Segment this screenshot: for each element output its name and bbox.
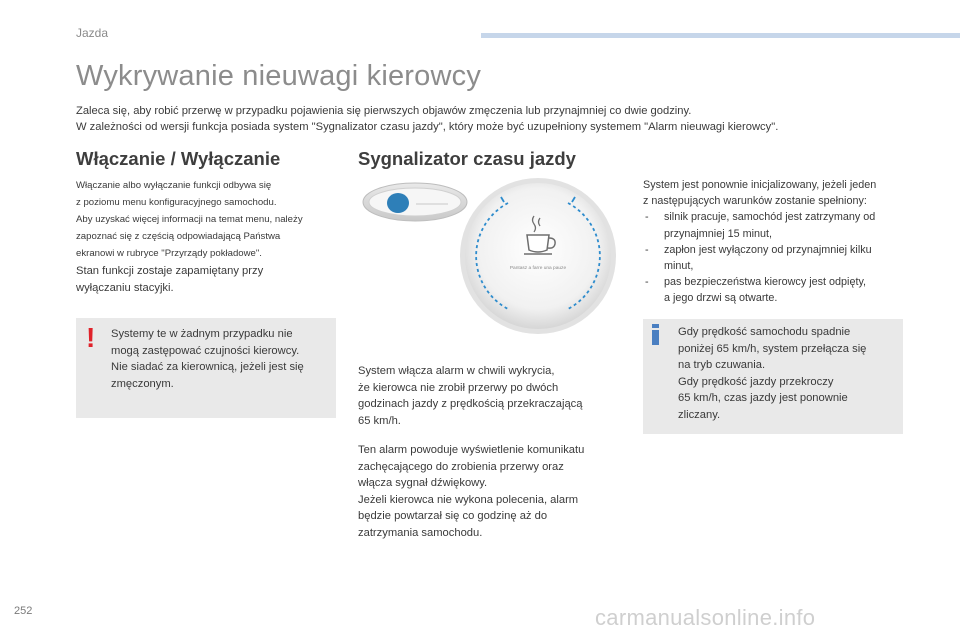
text-line: Gdy prędkość jazdy przekroczy (678, 375, 834, 388)
text-line: z następujących warunków zostanie spełni… (643, 195, 867, 208)
text-line: przynajmniej 15 minut, (664, 227, 773, 240)
text-line: Gdy prędkość samochodu spadnie (678, 326, 851, 338)
intro-line: W zależności od wersji funkcja posiada s… (76, 121, 779, 133)
text-line: Ten alarm powoduje wyświetlenie komunika… (358, 444, 585, 456)
info-box (643, 319, 903, 434)
text-line: zapłon jest wyłączony od przynajmniej ki… (664, 243, 872, 256)
text-line: Stan funkcji zostaje zapamiętany przy (76, 265, 264, 277)
text-line: na tryb czuwania. (678, 359, 766, 371)
memory-note: Stan funkcji zostaje zapamiętany przy wy… (76, 263, 326, 296)
text-line: ekranowi w rubryce "Przyrządy pokładowe"… (76, 248, 262, 259)
text-line: pas bezpieczeństwa kierowcy jest odpięty… (664, 276, 867, 289)
list-item: - zapłon jest wyłączony od przynajmniej … (643, 242, 908, 274)
info-icon (652, 324, 660, 345)
text-line: zmęczonym. (111, 377, 174, 390)
list-item: - pas bezpieczeństwa kierowcy jest odpię… (643, 274, 908, 306)
warning-icon: ! (86, 322, 96, 353)
text-line: System jest ponownie inicjalizowany, jeż… (643, 179, 877, 191)
text-line: Systemy te w żadnym przypadku nie (111, 328, 293, 340)
text-line: Włączanie albo wyłączanie funkcji odbywa… (76, 180, 272, 191)
text-line: a jego drzwi są otwarte. (664, 292, 778, 305)
text-line: zatrzymania samochodu. (358, 526, 483, 539)
cluster-thumbnail (362, 182, 468, 222)
text-line: poniżej 65 km/h, system przełącza się (678, 342, 867, 355)
bullet-dash: - (645, 243, 649, 256)
text-line: mogą zastępować czujności kierowcy. (111, 344, 300, 357)
list-item: - silnik pracuje, samochód jest zatrzyma… (643, 209, 908, 241)
intro-line: Zaleca się, aby robić przerwę w przypadk… (76, 105, 692, 117)
bullet-dash: - (645, 276, 649, 289)
text-line: 65 km/h. (358, 414, 401, 427)
text-line: System włącza alarm w chwili wykrycia, (358, 365, 555, 377)
text-line: Aby uzyskać więcej informacji na temat m… (76, 214, 303, 225)
intro-paragraph: Zaleca się, aby robić przerwę w przypadk… (76, 103, 936, 135)
text-line: zapoznać się z częścią odpowiadającą Pań… (76, 231, 281, 242)
watermark: carmanualsonline.info (595, 605, 816, 630)
driving-time-paragraph-2: Ten alarm powoduje wyświetlenie komunika… (358, 442, 623, 541)
text-line: silnik pracuje, samochód jest zatrzymany… (664, 211, 876, 224)
text-line: że kierowca nie zrobił przerwy po dwóch (358, 381, 559, 394)
reset-conditions: System jest ponownie inicjalizowany, jeż… (643, 177, 908, 307)
text-line: wyłączaniu stacyjki. (76, 281, 174, 294)
warning-text: Systemy te w żadnym przypadku nie mogą z… (111, 326, 333, 392)
text-line: zliczany. (678, 408, 721, 421)
text-line: włącza sygnał dźwiękowy. (358, 477, 488, 489)
info-text: Gdy prędkość samochodu spadnie poniżej 6… (678, 324, 900, 423)
driving-time-paragraph-1: System włącza alarm w chwili wykrycia, ż… (358, 363, 623, 429)
text-line: minut, (664, 260, 694, 273)
header-accent-bar (481, 33, 960, 38)
text-line: 65 km/h, czas jazdy jest ponownie (678, 392, 848, 404)
instrument-cluster-illustration: Pantasz a farre una pauze (362, 178, 616, 334)
text-line: z poziomu menu konfiguracyjnego samochod… (76, 197, 277, 208)
warning-box (76, 318, 336, 418)
heading-on-off: Włączanie / Wyłączanie (76, 148, 281, 169)
coffee-cup-icon (524, 215, 556, 255)
cluster-zoomed-display (460, 178, 616, 334)
section-label: Jazda (76, 26, 109, 40)
text-line: będzie powtarzał się co godzinę aż do (358, 510, 548, 522)
on-off-description: Włączanie albo wyłączanie funkcji odbywa… (76, 177, 346, 262)
heading-driving-time: Sygnalizator czasu jazdy (358, 148, 576, 169)
text-line: Nie siadać za kierownicą, jeżeli jest si… (111, 361, 304, 373)
page-title: Wykrywanie nieuwagi kierowcy (76, 60, 482, 92)
display-message: Pantasz a farre una pauze (510, 265, 567, 271)
text-line: Jeżeli kierowca nie wykona polecenia, al… (358, 493, 579, 506)
bullet-dash: - (645, 211, 649, 224)
page-number: 252 (14, 605, 33, 617)
text-line: zachęcającego do zrobienia przerwy oraz (358, 460, 564, 473)
text-line: godzinach jazdy z prędkością przekraczaj… (358, 398, 583, 410)
